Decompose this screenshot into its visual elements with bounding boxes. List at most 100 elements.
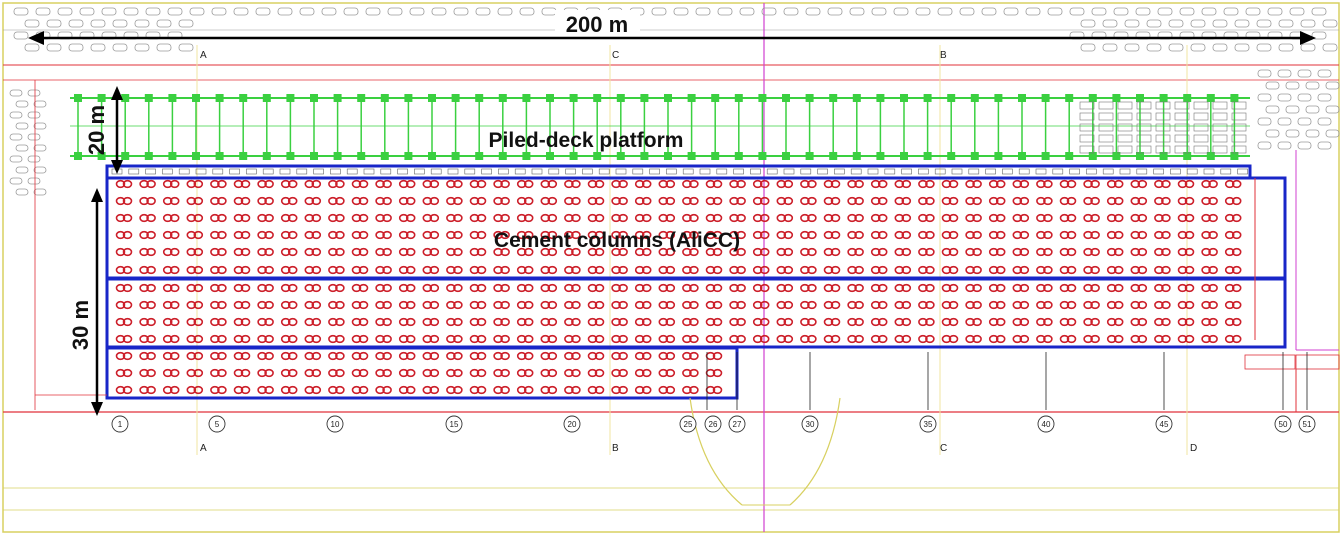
cement-column xyxy=(665,334,676,344)
cement-column xyxy=(493,317,503,327)
cement-column xyxy=(358,385,369,395)
cement-column xyxy=(1154,230,1164,240)
cement-column xyxy=(736,283,746,293)
cement-column xyxy=(800,179,810,189)
cement-column xyxy=(823,317,834,327)
cement-column xyxy=(516,317,527,327)
paving-block xyxy=(15,144,29,152)
paving-block xyxy=(1311,7,1327,16)
cement-column xyxy=(948,334,959,344)
cement-column xyxy=(375,247,385,257)
cement-column xyxy=(1184,265,1195,275)
cement-column xyxy=(240,247,251,257)
cement-column xyxy=(287,368,298,378)
paving-block xyxy=(145,7,161,16)
cement-column xyxy=(382,368,392,378)
cement-column xyxy=(1036,179,1046,189)
cement-column xyxy=(1113,283,1124,293)
cement-column xyxy=(689,385,699,395)
paving-block xyxy=(112,19,128,28)
cement-column xyxy=(257,247,267,257)
cement-column xyxy=(564,317,574,327)
cement-column xyxy=(800,230,810,240)
cement-column xyxy=(1208,213,1218,223)
cement-column xyxy=(918,247,928,257)
cement-column xyxy=(146,368,156,378)
deck-pile-cap xyxy=(475,152,484,160)
cement-column xyxy=(429,300,440,310)
cement-column xyxy=(783,213,794,223)
cement-column xyxy=(547,196,558,206)
cement-column xyxy=(705,230,716,240)
cement-column xyxy=(139,368,149,378)
cement-column xyxy=(611,265,621,275)
paving-block xyxy=(1277,117,1292,126)
cement-column xyxy=(476,213,487,223)
edge-mark xyxy=(699,168,711,175)
cement-column xyxy=(547,385,558,395)
paving-block xyxy=(1047,7,1063,16)
cement-column xyxy=(995,247,1006,257)
cement-column xyxy=(122,334,133,344)
edge-mark xyxy=(279,168,291,175)
cement-column xyxy=(689,317,699,327)
cement-column xyxy=(547,334,558,344)
cement-column xyxy=(682,196,692,206)
cement-column xyxy=(1059,334,1070,344)
cement-column xyxy=(729,213,739,223)
cement-column xyxy=(564,385,574,395)
cement-column xyxy=(634,265,645,275)
edge-mark xyxy=(582,168,593,175)
cement-column xyxy=(1113,213,1124,223)
paving-block xyxy=(1325,105,1340,114)
cement-column xyxy=(405,300,416,310)
cement-column xyxy=(665,196,676,206)
paving-block xyxy=(13,31,29,40)
cement-column xyxy=(500,196,510,206)
cement-column xyxy=(335,283,345,293)
cement-column xyxy=(233,368,244,378)
cement-column xyxy=(988,179,999,189)
paving-block xyxy=(27,177,41,185)
cement-column xyxy=(847,334,857,344)
deck-pile-cap xyxy=(569,152,578,160)
cement-column xyxy=(1130,265,1141,275)
deck-pile-cap xyxy=(144,94,153,102)
cement-column xyxy=(540,247,551,257)
cement-column xyxy=(382,265,392,275)
paving-block xyxy=(1256,43,1272,52)
cement-column xyxy=(405,247,416,257)
paving-block xyxy=(1297,69,1312,78)
cement-column xyxy=(469,179,480,189)
cement-column xyxy=(304,179,315,189)
cement-column xyxy=(540,265,551,275)
edge-mark xyxy=(766,168,778,175)
cement-column xyxy=(540,351,551,361)
cement-column xyxy=(1161,300,1171,310)
cement-column xyxy=(618,230,628,240)
edge-mark xyxy=(1136,168,1148,175)
deck-pile-cap xyxy=(310,94,318,102)
cement-column xyxy=(611,213,621,223)
cement-column xyxy=(776,179,787,189)
edge-mark xyxy=(733,168,744,175)
cement-column xyxy=(1130,230,1141,240)
paving-block xyxy=(1322,19,1338,28)
cement-column xyxy=(446,247,456,257)
edge-mark xyxy=(884,168,896,175)
paving-block xyxy=(189,7,205,16)
cement-column xyxy=(115,300,126,310)
cement-column xyxy=(988,213,999,223)
cement-column xyxy=(335,317,345,327)
cement-column xyxy=(1177,317,1188,327)
paving-block xyxy=(1146,19,1162,28)
paving-block xyxy=(1285,81,1300,90)
cement-column xyxy=(335,247,345,257)
cement-column xyxy=(736,213,746,223)
deck-grid-cell xyxy=(1098,134,1114,143)
cement-column xyxy=(217,265,227,275)
cement-column xyxy=(162,385,173,395)
deck-grid-cell xyxy=(1117,112,1133,121)
cement-column xyxy=(523,265,534,275)
cement-column xyxy=(894,230,905,240)
